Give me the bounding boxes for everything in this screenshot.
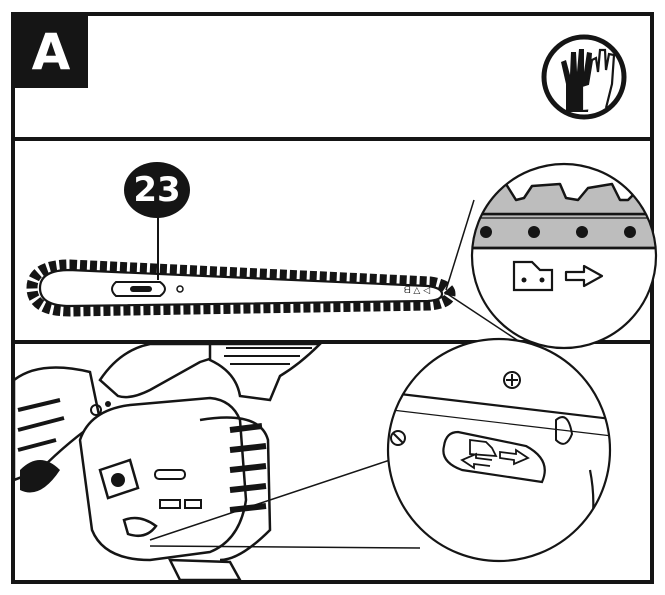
- handle-grip: [208, 344, 322, 402]
- chain-direction-zoom: [470, 162, 658, 350]
- outer-frame: [11, 12, 654, 584]
- chain-loop: [26, 259, 456, 317]
- guide-bar-with-chain: ᗺ △ ◁: [26, 259, 456, 317]
- part-callout-number: 23: [124, 162, 190, 218]
- chain-direction-outline: [442, 430, 546, 484]
- svg-text:ᗺ △ ◁: ᗺ △ ◁: [404, 286, 430, 296]
- arrow-right-icon: [564, 264, 604, 288]
- tooth-outline-symbol: [512, 260, 554, 292]
- panel-letter-badge: A: [14, 16, 88, 88]
- chainsaw-body: [14, 344, 322, 580]
- bar-mounting-slot: [111, 281, 166, 297]
- cover-marking-zoom: [386, 337, 612, 563]
- protective-gloves-icon: [541, 34, 627, 120]
